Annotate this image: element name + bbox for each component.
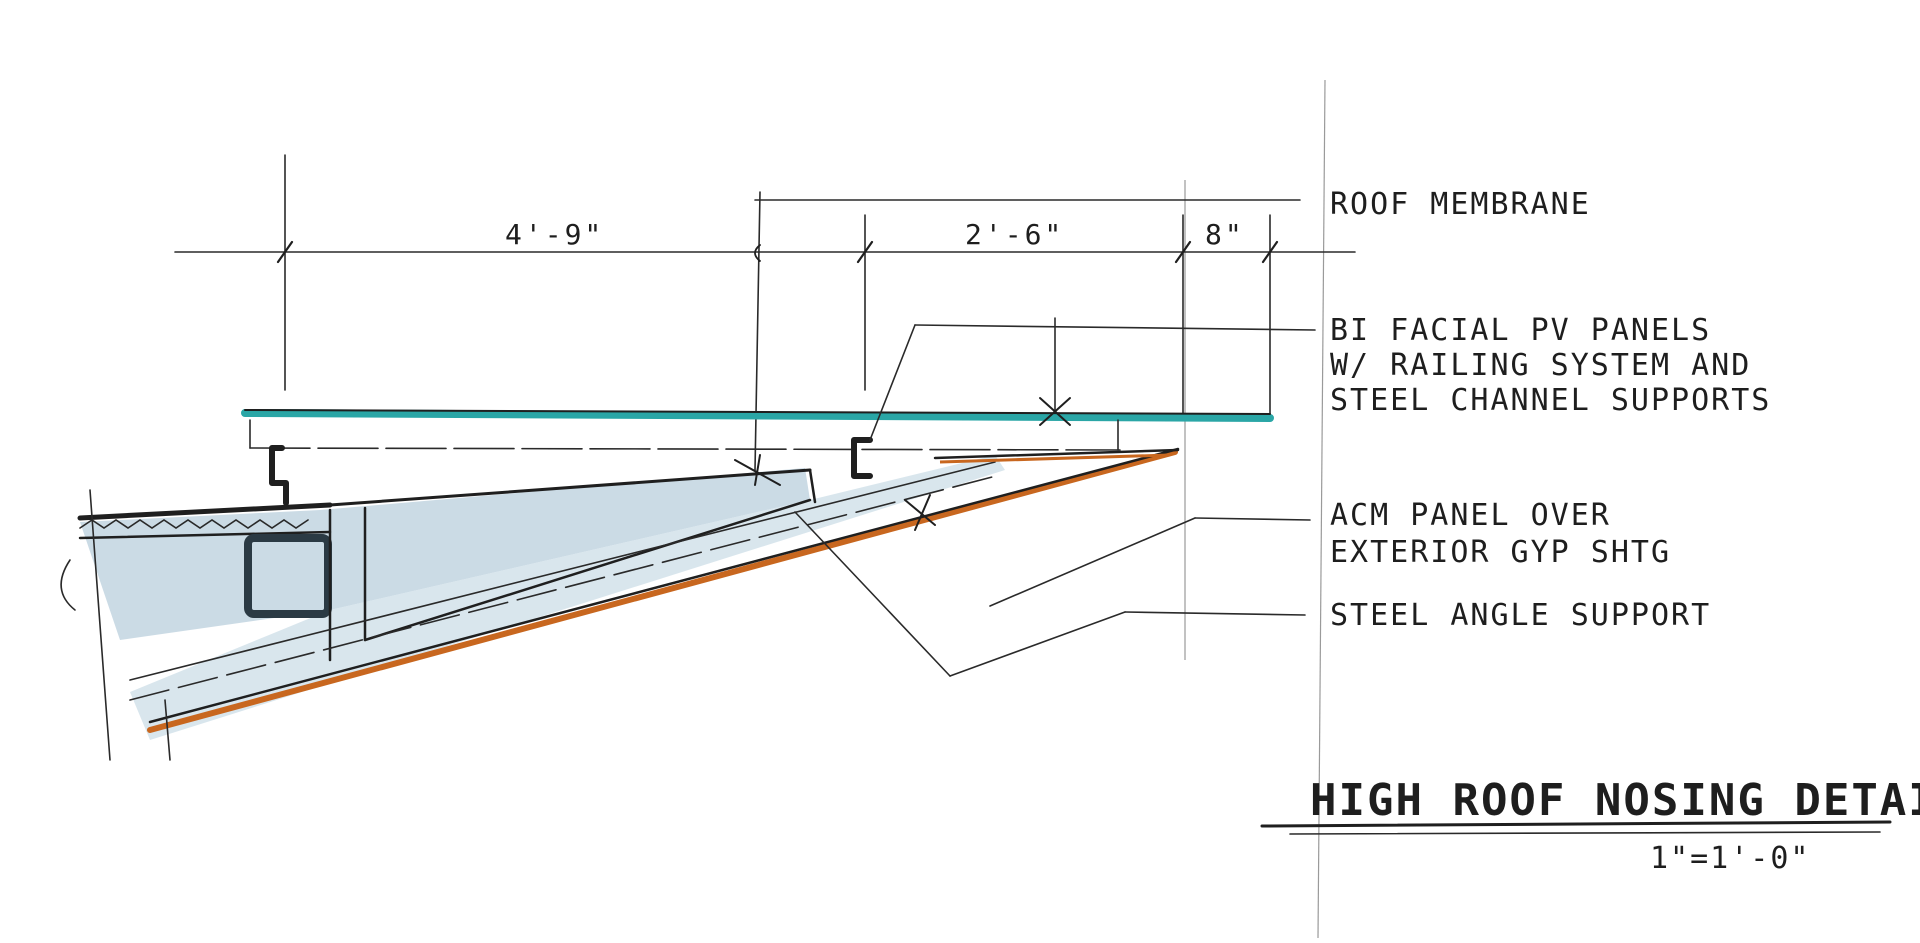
roof-membrane-line: [77, 502, 333, 521]
soffit-arrow: [904, 499, 936, 526]
leader-acm-panel: [1194, 517, 1311, 521]
drawing-scale: 1"=1'-0": [1650, 841, 1811, 876]
callout-notes: ROOF MEMBRANE BI FACIAL PV PANELS W/ RAI…: [1330, 187, 1771, 633]
note-pv-line-1: BI FACIAL PV PANELS: [1330, 313, 1711, 348]
leader-arrow: [1039, 397, 1071, 426]
dimension-label-3: 8": [1205, 218, 1245, 251]
dimension-tick: [1174, 240, 1192, 264]
dimension-tick: [276, 240, 294, 264]
title-underline: [1260, 820, 1892, 828]
leader-acm-panel-diagonal: [989, 517, 1196, 607]
note-pv-line-2: W/ RAILING SYSTEM AND: [1330, 348, 1751, 383]
drawing-title: HIGH ROOF NOSING DETAIL: [1310, 775, 1920, 826]
acm-panel-soffit: [147, 449, 1178, 733]
title-block: HIGH ROOF NOSING DETAIL 1"=1'-0": [1260, 775, 1920, 876]
note-acm-line-2: EXTERIOR GYP SHTG: [1330, 535, 1671, 570]
title-underline-secondary: [1289, 831, 1881, 835]
sheet-divider-line: [1317, 79, 1326, 939]
dimension-extension-line: [754, 191, 761, 471]
soffit-arrow: [914, 494, 931, 531]
dimension-tick: [1261, 240, 1279, 264]
break-curve: [60, 559, 76, 611]
insulation-arrow: [754, 454, 761, 486]
pv-panel-edge: [244, 409, 1271, 415]
steel-tube-section: [244, 534, 332, 618]
roof-structure: [60, 447, 1180, 761]
break-line-left: [89, 489, 111, 761]
pv-panel: [241, 409, 1274, 451]
leader-pv-panels: [914, 324, 1316, 331]
rail-clamp-left: [269, 445, 289, 506]
nosing-top-flashing: [939, 453, 1171, 464]
roof-deck-top: [328, 468, 812, 507]
framing-diagonal: [363, 498, 812, 642]
rail-clamp-right: [851, 437, 873, 479]
pv-panel-underside: [249, 447, 1121, 451]
leader-pv-clamp: [869, 324, 916, 441]
insulation-fill: [80, 468, 810, 640]
leader-lines: [734, 199, 1316, 677]
dimension-label-2: 2'-6": [965, 218, 1064, 251]
framing-end: [808, 468, 817, 504]
soffit-dashed-line: [129, 474, 1001, 701]
leader-steel-angle: [1124, 611, 1306, 616]
note-steel-angle: STEEL ANGLE SUPPORT: [1330, 598, 1711, 633]
leader-steel-angle-to-bracket: [794, 511, 951, 677]
acm-panel-edge: [148, 447, 1180, 724]
deck-bottom: [78, 530, 332, 540]
note-pv-line-3: STEEL CHANNEL SUPPORTS: [1330, 383, 1771, 418]
leader-steel-angle-diagonal: [949, 611, 1126, 677]
dimension-string: 4'-9" 2'-6" 8": [174, 154, 1356, 471]
pv-panel-surface: [241, 409, 1274, 422]
break-line-bottom: [164, 699, 171, 761]
dimension-tick: [856, 240, 874, 264]
deck-hatch: [79, 519, 309, 529]
soffit-upper-line: [129, 461, 996, 681]
note-acm-line-1: ACM PANEL OVER: [1330, 498, 1611, 533]
dimension-break-mark: [754, 244, 761, 262]
note-roof-membrane: ROOF MEMBRANE: [1330, 187, 1591, 222]
nosing-top-edge: [933, 448, 1180, 460]
dimension-label-1: 4'-9": [505, 218, 604, 251]
